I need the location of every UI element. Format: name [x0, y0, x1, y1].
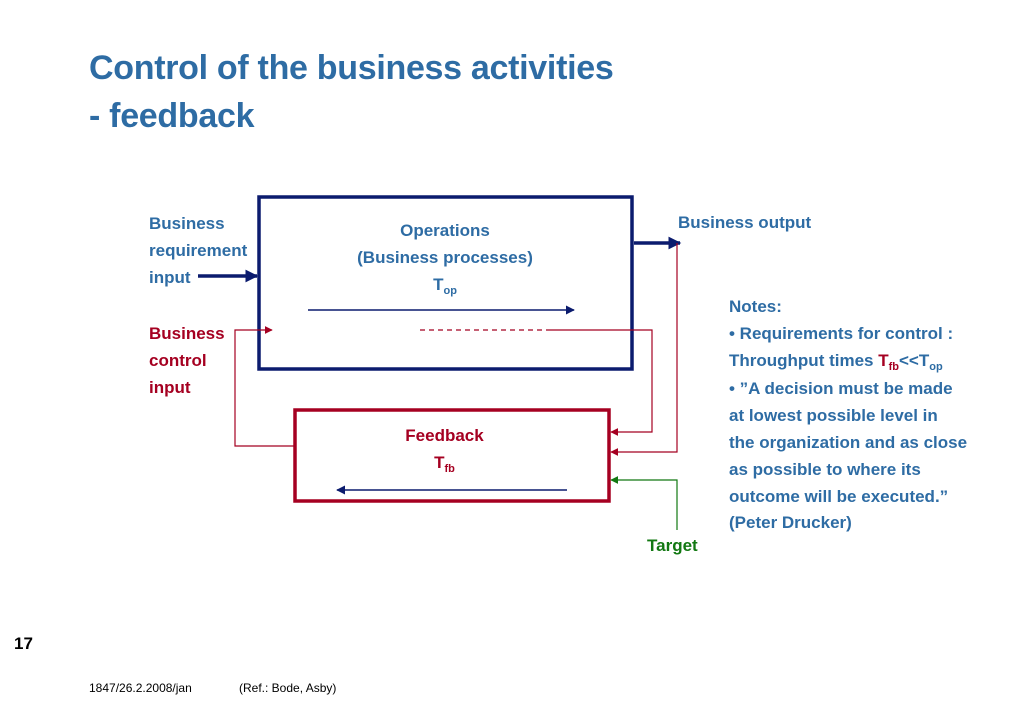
requirement-input-label: Business requirement input	[149, 210, 247, 291]
operations-subtitle: (Business processes)	[357, 248, 533, 267]
less-than-symbol: <<	[899, 350, 919, 370]
process-measure-line	[550, 329, 653, 436]
slide-number: 17	[14, 634, 33, 653]
t-fb-sub: fb	[444, 463, 455, 475]
footer-reference: (Ref.: Bode, Asby)	[239, 681, 337, 695]
top-sub: op	[929, 360, 943, 373]
tfb-term: Tfb	[878, 350, 899, 373]
control-input-line	[234, 326, 295, 447]
notes-bullet-2-line-5: outcome will be executed.”	[729, 486, 949, 506]
top-main: T	[918, 350, 930, 370]
feedback-label: Feedback Tfb	[352, 422, 537, 479]
notes-bullet-2-line-4: as possible to where its	[729, 459, 921, 479]
control-input-label: Business control input	[149, 320, 225, 401]
tfb-sub: fb	[888, 360, 899, 373]
notes-bullet-2-line-3: the organization and as close	[729, 432, 968, 452]
t-op-main: T	[433, 275, 444, 294]
slide-title: Control of the business activities - fee…	[89, 44, 614, 140]
business-output-label: Business output	[678, 213, 812, 232]
tfb-main: T	[878, 350, 889, 370]
target-label: Target	[647, 536, 698, 555]
requirement-input-line-2: requirement	[149, 241, 248, 260]
requirement-input-line-3: input	[149, 268, 191, 287]
t-op-label: Top	[345, 271, 545, 301]
target-line	[610, 476, 678, 530]
t-op-sub: op	[443, 285, 457, 297]
control-input-line-2: control	[149, 351, 207, 370]
feedback-box	[293, 408, 611, 503]
feedback-title: Feedback	[405, 426, 484, 445]
notes-bullet-2-line-2: at lowest possible level in	[729, 406, 938, 426]
notes-bullet-1-line-2: Throughput times Tfb<<Top	[729, 348, 967, 377]
requirement-input-line-1: Business	[149, 214, 225, 233]
footer-code: 1847/26.2.2008/jan	[89, 681, 192, 695]
control-input-line-3: input	[149, 378, 191, 397]
title-line-2: - feedback	[89, 97, 255, 135]
title-line-1: Control of the business activities	[89, 49, 614, 87]
notes-heading: Notes:	[729, 297, 782, 316]
notes-bullet-2-line-1: • ”A decision must be made	[729, 379, 953, 399]
notes-bullet-2-line-6: (Peter Drucker)	[729, 513, 852, 533]
throughput-text: Throughput times	[729, 350, 879, 370]
t-fb-main: T	[434, 453, 445, 472]
t-fb-label: Tfb	[352, 449, 537, 479]
operations-title: Operations	[400, 221, 490, 240]
control-input-line-1: Business	[149, 324, 225, 343]
output-feedback-line	[610, 243, 678, 456]
operations-box	[257, 195, 634, 371]
notes-bullet-1-line-1: • Requirements for control :	[729, 323, 954, 343]
operations-label: Operations (Business processes) Top	[345, 217, 545, 301]
notes-panel: Notes: • Requirements for control : Thro…	[729, 294, 967, 537]
